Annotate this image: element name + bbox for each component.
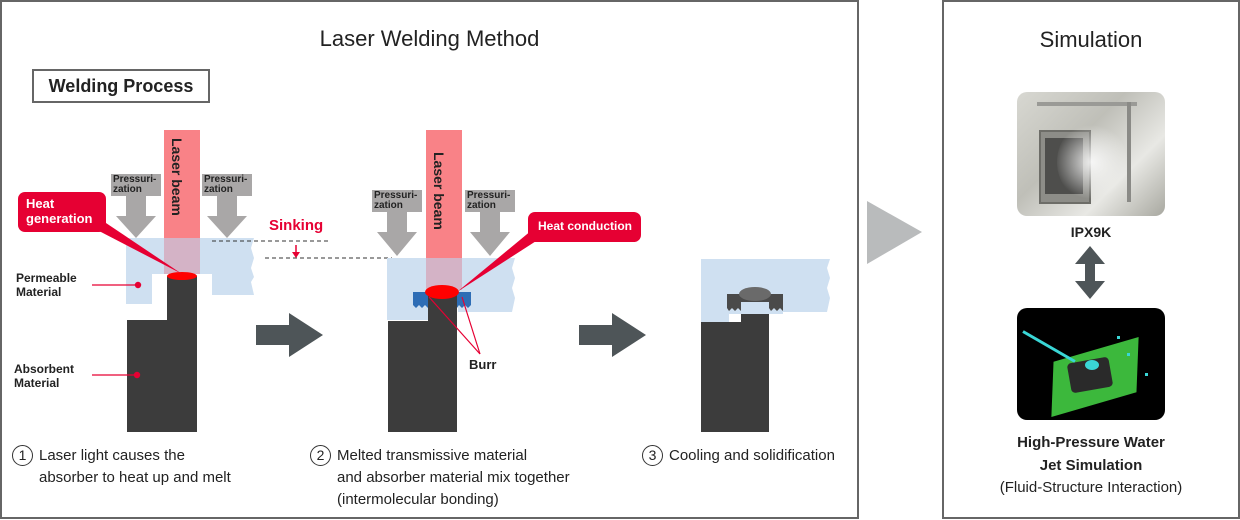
sinking-label: Sinking	[269, 217, 324, 234]
absorbent-material-2	[388, 292, 457, 432]
simulation-panel: Simulation IPX9K High-Pressure Water Jet…	[942, 0, 1240, 519]
melt-spot-1	[167, 272, 197, 280]
step-arrow-icon	[579, 313, 646, 357]
simulation-image	[1017, 308, 1165, 420]
ipx9k-photo	[1017, 92, 1165, 216]
welding-process-label: Welding Process	[32, 69, 210, 103]
panel-title: Simulation	[1039, 27, 1143, 52]
step3-diagram	[701, 259, 830, 432]
melt-spot-2	[425, 285, 459, 299]
laser-beam-label: Laser beam	[169, 138, 185, 216]
laser-beam-label: Laser beam	[431, 152, 447, 230]
heat-generation-callout	[18, 192, 106, 232]
bidirectional-arrow-icon	[1075, 246, 1105, 299]
burr-left	[413, 292, 428, 308]
absorbent-material-3	[701, 297, 769, 432]
step-arrow-icon	[256, 313, 323, 357]
heat-conduction-callout	[528, 212, 641, 242]
burr-right	[457, 292, 471, 308]
ipx9k-caption: IPX9K	[1070, 224, 1112, 240]
simulation-caption: High-Pressure Water Jet Simulation	[1017, 434, 1165, 474]
step2-diagram	[372, 130, 641, 432]
step1-diagram	[18, 130, 392, 432]
step-number: 1	[12, 445, 33, 466]
pressurization-label: Pressuri-zation	[467, 190, 511, 211]
solidified-spot	[739, 287, 771, 301]
pressurization-label: Pressuri-zation	[113, 174, 157, 195]
absorbent-material-1	[127, 276, 197, 432]
simulation-subcaption: (Fluid-Structure Interaction)	[999, 479, 1183, 496]
step-text: Laser light causes the absorber to heat …	[39, 447, 231, 486]
pressure-arrow-icon	[111, 174, 252, 238]
welding-diagram	[18, 130, 830, 432]
step-number: 3	[642, 445, 663, 466]
step-text: Cooling and solidification	[669, 447, 835, 464]
step-number: 2	[310, 445, 331, 466]
panel-title: Laser Welding Method	[319, 26, 540, 51]
heat-conduction-pointer	[457, 230, 547, 292]
pressurization-label: Pressuri-zation	[204, 174, 248, 195]
step-text: Melted transmissive material and absorbe…	[337, 447, 570, 508]
burr-label: Burr	[469, 357, 497, 372]
laser-welding-panel: Laser Welding Method Welding Process	[0, 0, 859, 519]
pressurization-label: Pressuri-zation	[374, 190, 418, 211]
heat-conduction-label: Heat conduction	[537, 219, 632, 233]
